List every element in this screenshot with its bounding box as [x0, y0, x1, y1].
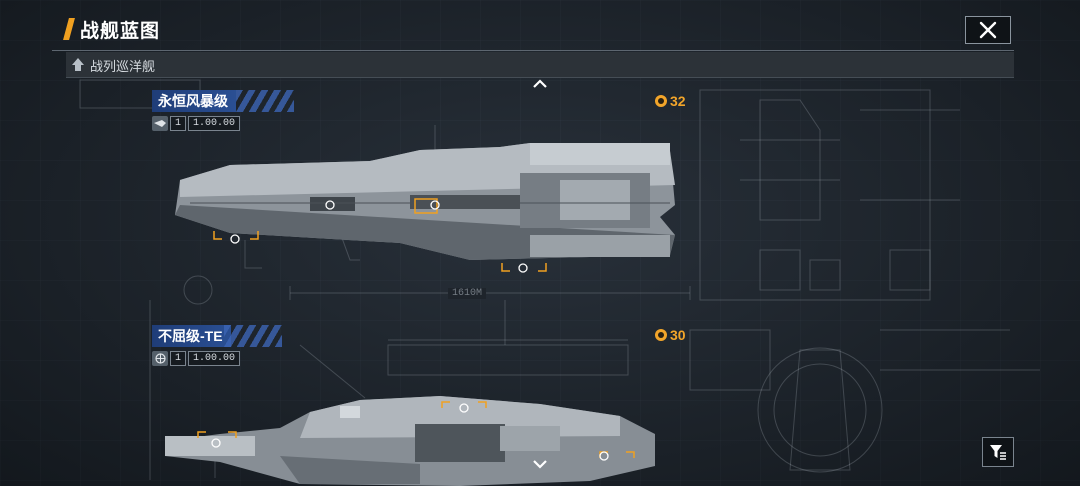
dimension-label: 1610M [448, 288, 487, 299]
ship-image-indomitable-te[interactable] [160, 386, 660, 486]
ship-name: 永恒风暴级 [152, 90, 236, 112]
close-button[interactable] [965, 16, 1011, 44]
scroll-up-button[interactable] [531, 78, 549, 90]
category-bar: 战列巡洋舰 [66, 52, 1014, 78]
ship-stat: 1 1.00.00 [152, 116, 241, 131]
name-stripes-decoration [236, 90, 294, 112]
category-label: 战列巡洋舰 [90, 59, 156, 74]
chevron-down-icon [533, 460, 547, 469]
filter-button[interactable] [982, 437, 1014, 467]
title-accent-bar [63, 18, 75, 40]
cost-icon [655, 95, 667, 107]
cost-icon [655, 329, 667, 341]
ship-cost-value: 30 [670, 327, 686, 343]
ship-name: 不屈级-TE [152, 325, 231, 347]
ship-cost: 32 [655, 93, 686, 109]
page-title: 战舰蓝图 [80, 21, 161, 42]
header: 战舰蓝图 [0, 0, 1080, 52]
close-icon [979, 21, 997, 39]
ship-card-eternal-storm[interactable]: 永恒风暴级 1 1.00.00 [152, 90, 294, 132]
ship-cost-value: 32 [670, 93, 686, 109]
ship-image-eternal-storm[interactable] [170, 125, 690, 275]
ship-card-indomitable-te[interactable]: 不屈级-TE 1 1.00.00 [152, 325, 292, 367]
filter-icon [990, 445, 1006, 460]
stat-value: 1.00.00 [188, 116, 241, 131]
ship-rank-icon [72, 58, 84, 71]
name-stripes-decoration [224, 325, 282, 347]
stat-index: 1 [170, 351, 187, 366]
ship-type-icon [152, 116, 168, 131]
globe-icon [152, 351, 168, 366]
stat-index: 1 [170, 116, 187, 131]
chevron-up-icon [533, 79, 547, 88]
scroll-down-button[interactable] [531, 458, 549, 470]
header-divider [52, 50, 1014, 51]
ship-cost: 30 [655, 327, 686, 343]
stat-value: 1.00.00 [188, 351, 241, 366]
ship-stat: 1 1.00.00 [152, 351, 241, 366]
